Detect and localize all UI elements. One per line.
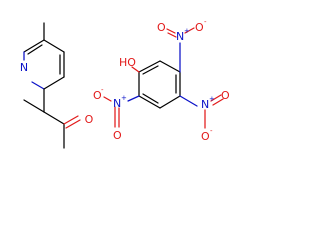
nitro-right-o-charge: - xyxy=(210,127,213,135)
ring-nitrogen-label: N xyxy=(20,61,28,74)
nitro-left-o-charge: - xyxy=(101,86,104,94)
carbonyl-double-bond xyxy=(63,115,79,125)
carbonyl-double-bond xyxy=(65,119,81,129)
ring-bond xyxy=(159,95,181,109)
nitro-right-bond xyxy=(179,95,198,107)
nitro-right-n-charge: + xyxy=(209,95,215,103)
nitro-top-o-left-label: O xyxy=(157,21,166,34)
nitro-top-o-right-label: O xyxy=(195,21,204,34)
ring-bond xyxy=(138,60,161,73)
nitro-top-n-charge: + xyxy=(184,27,190,35)
ring-bond-to-nitrogen xyxy=(31,81,45,90)
nitro-left-o-single-bond xyxy=(103,96,112,102)
ring-inner-double-bond xyxy=(142,93,159,104)
nitro-right-o-left-label: O xyxy=(221,89,230,102)
chain-bond xyxy=(43,111,65,125)
nitro-left-n-charge: + xyxy=(121,94,127,102)
nitro-top-o-double-bond xyxy=(167,32,177,38)
nitro-right-n-label: N xyxy=(201,98,209,111)
nitro-left-o-left-label: O xyxy=(93,89,102,102)
ring-inner-double-bond xyxy=(27,44,43,55)
chain-methyl-bond xyxy=(23,99,45,113)
nitro-right-o-double-bond xyxy=(210,94,222,102)
nitro-right-o-double-bond xyxy=(212,98,224,106)
nitro-top-o-double-bond xyxy=(166,28,176,34)
ring-inner-double-bond xyxy=(142,65,159,75)
nitro-top-o-single-bond xyxy=(184,27,195,34)
pyridinyl-butanone-structure: N O xyxy=(20,22,94,149)
nitro-top-n-label: N xyxy=(176,30,184,43)
hydroxyl-label: HO xyxy=(119,56,136,69)
picric-acid-structure: HO N + O O - N + O - O N + O O - xyxy=(93,18,230,143)
ketone-oxygen-label: O xyxy=(85,113,94,126)
ring-bond xyxy=(159,60,181,73)
ring-bond xyxy=(138,95,161,109)
nitro-top-o-charge: - xyxy=(204,18,207,26)
chemical-structure-canvas: N O HO N + O O - xyxy=(20,18,230,149)
ring-bond xyxy=(43,76,65,90)
nitro-left-bond xyxy=(127,95,140,102)
nitro-right-o-right-label: O xyxy=(201,130,210,143)
hydroxyl-bond xyxy=(131,66,140,73)
ring-bond xyxy=(23,39,45,53)
ring-bond xyxy=(43,39,65,53)
nitro-left-n-label: N xyxy=(113,97,121,110)
nitro-left-o-right-label: O xyxy=(113,129,122,142)
